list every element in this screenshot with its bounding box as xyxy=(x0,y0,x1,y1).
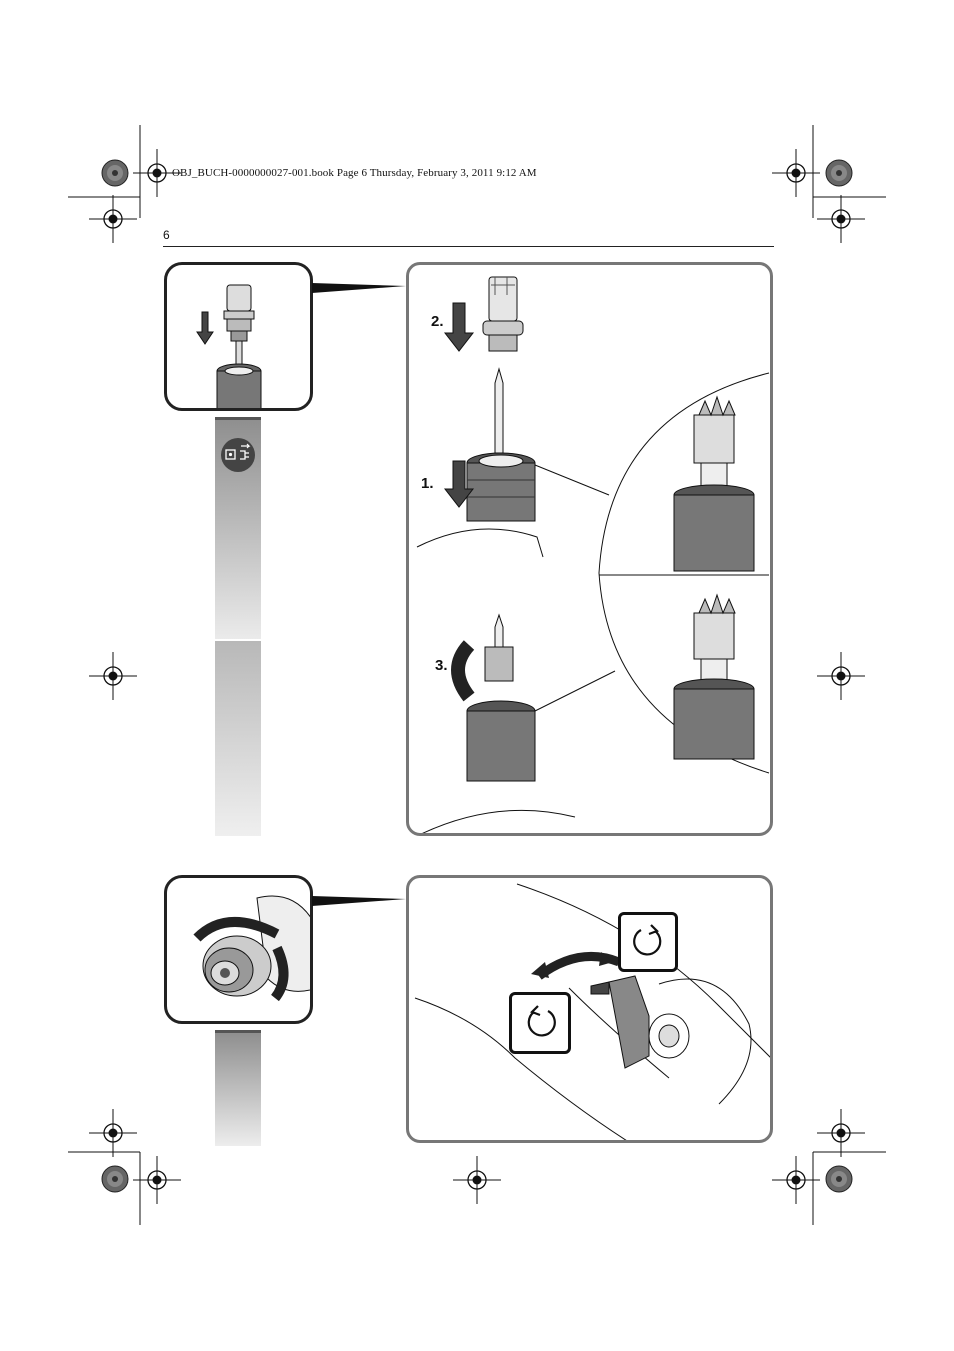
bit-insert-illustration xyxy=(196,284,262,408)
unplug-icon xyxy=(220,437,256,473)
figure1-sidebar-lower xyxy=(215,641,261,836)
rotate-clockwise-icon xyxy=(618,912,678,972)
figure2-inset xyxy=(164,875,313,1024)
figure1-inset xyxy=(164,262,313,411)
figure2-sidebar xyxy=(215,1030,261,1146)
step-label-1: 1. xyxy=(421,475,434,492)
page-number: 6 xyxy=(163,228,170,242)
drill-bit-assembly-illustration xyxy=(416,276,770,833)
figure2-main-panel xyxy=(406,875,773,1143)
step-label-2: 2. xyxy=(431,313,444,330)
step-label-3: 3. xyxy=(435,657,448,674)
figure1-main-panel: 1. 2. 3. xyxy=(406,262,773,836)
rotate-counterclockwise-icon xyxy=(509,992,571,1054)
direction-switch-illustration xyxy=(414,883,770,1140)
rotation-direction-illustration xyxy=(193,895,310,1002)
page-header: OBJ_BUCH-0000000027-001.book Page 6 Thur… xyxy=(172,167,537,179)
figure1-sidebar-divider xyxy=(215,639,261,641)
header-rule xyxy=(163,246,774,247)
